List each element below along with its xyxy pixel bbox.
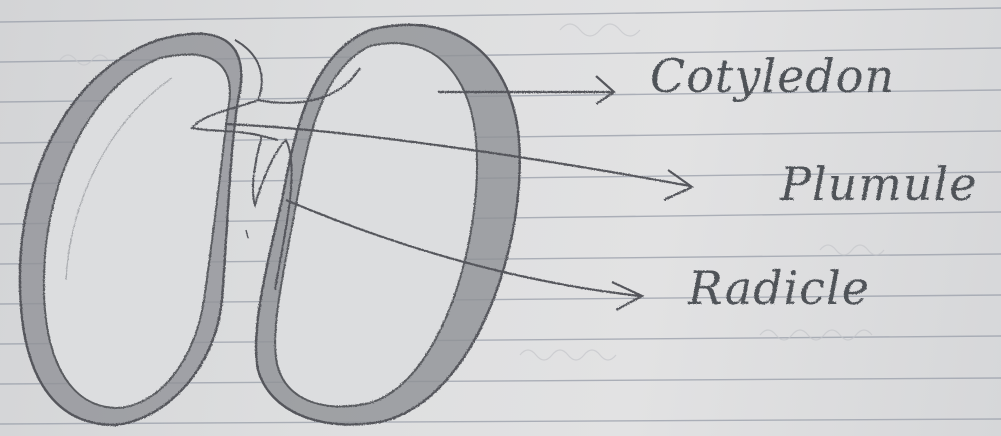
- embryo-axis: [190, 39, 361, 291]
- right-cotyledon: [254, 23, 521, 426]
- label-cotyledon: Cotyledon: [650, 49, 895, 103]
- label-plumule: Plumule: [779, 157, 977, 211]
- pointer-radicle: [285, 198, 645, 311]
- label-radicle: Radicle: [687, 261, 870, 315]
- left-cotyledon: [18, 32, 243, 427]
- pointer-cotyledon: [438, 75, 616, 105]
- pointer-plumule: [224, 122, 695, 201]
